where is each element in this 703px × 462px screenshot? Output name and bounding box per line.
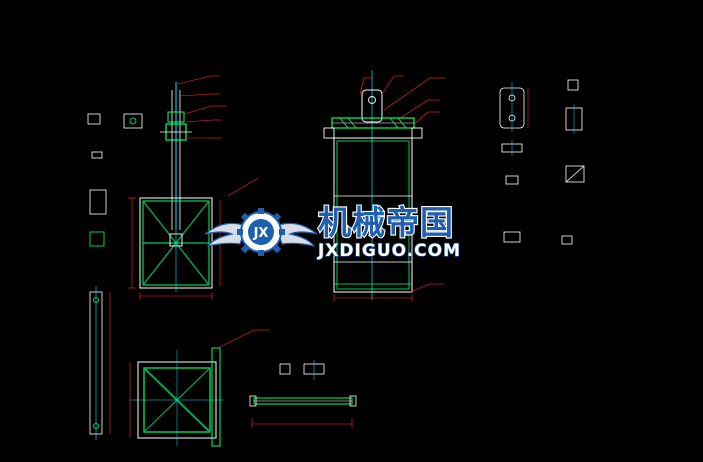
gate-front-view: [128, 75, 259, 300]
emblem-letters: JX: [253, 226, 269, 241]
beam-section-view: [249, 360, 357, 428]
detail-parts-left: [87, 113, 143, 440]
gate-side-view: [323, 70, 446, 302]
detail-parts-right: [499, 79, 585, 245]
watermark-logo: JX 机械帝国 JXDIGUO.COM: [204, 202, 461, 262]
gate-plan-view: [129, 329, 270, 447]
wings-emblem: JX: [204, 208, 318, 256]
brand-chinese: 机械帝国: [318, 203, 454, 242]
brand-english: JXDIGUO.COM: [317, 241, 461, 261]
